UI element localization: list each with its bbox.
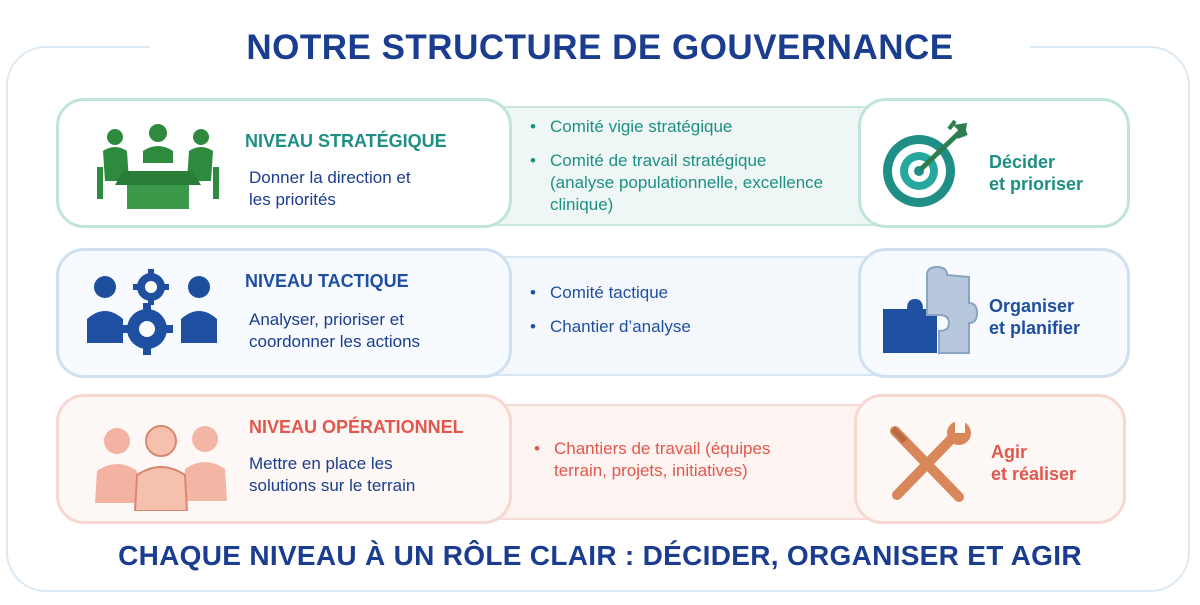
wrench-screwdriver-icon (890, 421, 971, 502)
operational-action-label: Agir et réaliser (991, 442, 1077, 484)
operational-level-title: NIVEAU OPÉRATIONNEL (249, 417, 464, 437)
strategic-bullet-list: •Comité vigie stratégique •Comité de tra… (526, 116, 826, 228)
tactical-level-box: NIVEAU TACTIQUE Analyser, prioriser et c… (56, 248, 512, 378)
tactical-bullet-list: •Comité tactique •Chantier d’analyse (526, 282, 826, 350)
tactical-bullet-1: •Comité tactique (530, 283, 669, 302)
strategic-level-title: NIVEAU STRATÉGIQUE (245, 131, 447, 151)
strategic-level-box: NIVEAU STRATÉGIQUE Donner la direction e… (56, 98, 512, 228)
strategic-action-box: Décider et prioriser (858, 98, 1130, 228)
tactical-action-box: Organiser et planifier (858, 248, 1130, 378)
operational-band (440, 404, 920, 520)
title-gap (150, 36, 1030, 60)
meeting-table-icon (97, 124, 219, 209)
tactical-bullet-2: •Chantier d’analyse (530, 317, 691, 336)
strategic-bullet-2: •Comité de travail stratégique (analyse … (530, 151, 824, 214)
operational-action-box: Agir et réaliser (854, 394, 1126, 524)
operational-bullet-list: •Chantiers de travail (équipes terrain, … (530, 438, 810, 494)
target-arrow-icon (883, 119, 968, 207)
tactical-band (440, 256, 920, 376)
strategic-band (440, 106, 920, 226)
operational-level-box: NIVEAU OPÉRATIONNEL Mettre en place les … (56, 394, 512, 524)
team-gears-icon (87, 269, 217, 355)
tactical-level-title: NIVEAU TACTIQUE (245, 271, 409, 291)
footer-tagline: CHAQUE NIVEAU À UN RÔLE CLAIR : DÉCIDER,… (118, 540, 1082, 571)
strategic-bullet-1: •Comité vigie stratégique (530, 117, 733, 136)
puzzle-pieces-icon (883, 265, 979, 354)
strategic-level-description: Donner la direction et les priorités (249, 168, 411, 209)
tactical-level-description: Analyser, prioriser et coordonner les ac… (249, 310, 421, 351)
strategic-action-label: Décider et prioriser (989, 152, 1084, 194)
operational-bullet-1: •Chantiers de travail (équipes terrain, … (534, 439, 771, 480)
tactical-action-label: Organiser et planifier (989, 296, 1081, 338)
page-title: NOTRE STRUCTURE DE GOUVERNANCE (246, 28, 954, 67)
operational-level-description: Mettre en place les solutions sur le ter… (249, 454, 416, 495)
field-team-icon (95, 425, 227, 511)
